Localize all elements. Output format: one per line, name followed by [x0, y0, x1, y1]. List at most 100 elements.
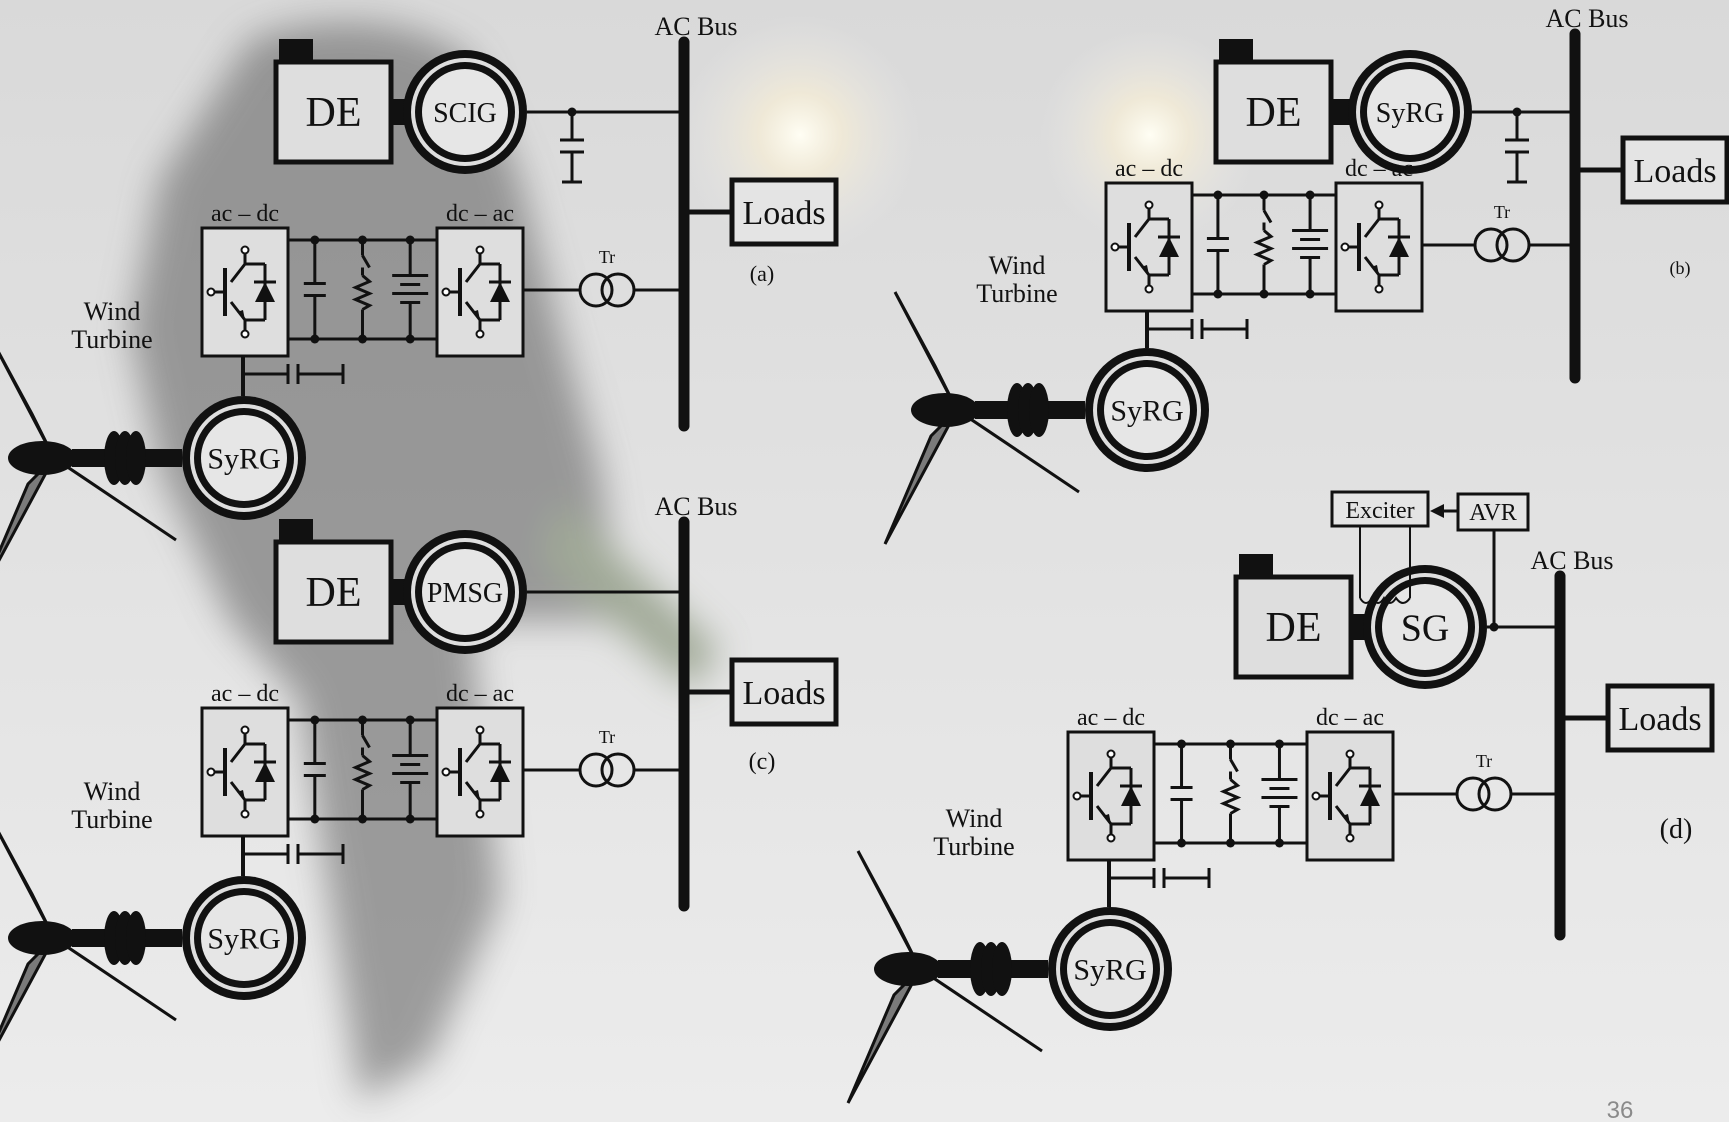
diode-triangle: [1121, 786, 1141, 806]
gen-face: [1104, 367, 1190, 453]
junction-dot: [358, 715, 367, 725]
wind-turbine-icon: [846, 850, 1048, 1104]
wind-turbine-label: Wind: [84, 777, 141, 806]
emitter-arrow: [1141, 265, 1149, 275]
terminal: [475, 725, 485, 735]
transformer-label: Tr: [1494, 202, 1510, 222]
terminal: [206, 767, 216, 777]
rectifier-converter: ac – dc: [200, 201, 290, 358]
emitter-arrow: [1371, 265, 1379, 275]
wind-turbine-icon: [0, 831, 182, 1042]
terminal: [1072, 791, 1082, 801]
igbt-switch-icon: [206, 725, 276, 819]
terminal: [1311, 791, 1321, 801]
wind-turbine-icon: [883, 291, 1085, 545]
junction-dot: [1305, 289, 1315, 299]
winding: [578, 752, 614, 788]
terminal: [475, 329, 485, 339]
loads-box: [1620, 135, 1729, 205]
junction-dot: [1177, 739, 1187, 749]
collector: [464, 743, 482, 763]
gen-face: [201, 895, 287, 981]
junction-dot: [1274, 739, 1284, 749]
ac-bus-label: AC Bus: [1545, 4, 1628, 33]
gen-face: [1367, 69, 1453, 155]
loads-label: Loads: [1618, 701, 1701, 738]
transformer-icon: Tr: [578, 247, 636, 308]
terminal: [206, 287, 216, 297]
wind-generator: SyRG: [1085, 348, 1209, 472]
transformer-label: Tr: [1476, 751, 1492, 771]
gen-face: [422, 549, 508, 635]
collector: [229, 743, 247, 763]
inverter-converter: dc – ac: [435, 681, 525, 838]
switch-resistor-icon: [1253, 195, 1275, 294]
igbt-switch-icon: [1311, 749, 1381, 843]
gearbox-disk: [992, 942, 1012, 996]
diesel-engine: DE: [1233, 554, 1354, 680]
inverter-converter: dc – ac: [1305, 705, 1395, 862]
terminal: [1345, 749, 1355, 759]
loads-label: Loads: [742, 195, 825, 232]
diesel-engine-label: DE: [306, 570, 362, 616]
diesel-engine: DE: [273, 519, 394, 645]
rectifier-converter: ac – dc: [1066, 705, 1156, 862]
nacelle-nose: [911, 393, 979, 427]
dc-link: [288, 235, 437, 344]
diesel-generator: PMSG: [403, 530, 527, 654]
ac-bus-label: AC Bus: [654, 12, 737, 41]
igbt-switch-icon: [441, 725, 511, 819]
wind-turbine-label: Wind: [946, 804, 1003, 833]
diesel-engine: DE: [1213, 39, 1334, 165]
avr-label: AVR: [1469, 500, 1517, 526]
wind-generator: SyRG: [1048, 907, 1172, 1031]
blade: [856, 850, 922, 970]
signal-arrow: [1430, 504, 1444, 518]
transformer-icon: Tr: [578, 727, 636, 788]
winding: [1495, 227, 1531, 263]
blade: [893, 291, 959, 411]
junction-dot: [405, 334, 415, 344]
battery-icon: [1292, 195, 1329, 294]
junction-dot: [310, 334, 320, 344]
blade: [0, 936, 56, 1042]
junction-dot: [1226, 838, 1235, 848]
inverter-converter-label: dc – ac: [1316, 705, 1384, 731]
engine-coupling: [1331, 99, 1352, 125]
engine-coupling: [1351, 614, 1367, 640]
junction-dot: [1305, 190, 1315, 200]
blade: [0, 351, 56, 459]
winding: [578, 272, 614, 308]
junction-dot: [1177, 838, 1187, 848]
transformer-label: Tr: [599, 247, 615, 267]
diesel-engine-box: [1233, 574, 1354, 680]
engine-coupling: [391, 579, 407, 605]
resistor-zigzag: [1253, 229, 1275, 266]
wind-generator-label: SyRG: [207, 443, 280, 476]
terminal: [240, 245, 250, 255]
dc-link: [1154, 739, 1307, 848]
wind-turbine-label: Turbine: [933, 832, 1014, 861]
transformer-icon: Tr: [1473, 202, 1531, 263]
diode-triangle: [1389, 237, 1409, 257]
terminal: [1374, 200, 1384, 210]
terminal: [1374, 284, 1384, 294]
diesel-generator-label: PMSG: [427, 578, 503, 609]
gen-face: [1067, 926, 1153, 1012]
transformer-label: Tr: [599, 727, 615, 747]
wind-generator-label: SyRG: [207, 923, 280, 956]
terminal: [1110, 242, 1120, 252]
blade: [0, 456, 56, 562]
loads-box: [729, 177, 839, 247]
wind-turbine-label: Turbine: [71, 325, 152, 354]
emitter-arrow: [1103, 814, 1111, 824]
terminal: [475, 809, 485, 819]
junction-dot: [405, 814, 415, 824]
emitter-arrow: [237, 310, 245, 320]
switch-blade: [1229, 758, 1239, 773]
blade: [0, 831, 56, 939]
dc-link: [1192, 190, 1336, 299]
